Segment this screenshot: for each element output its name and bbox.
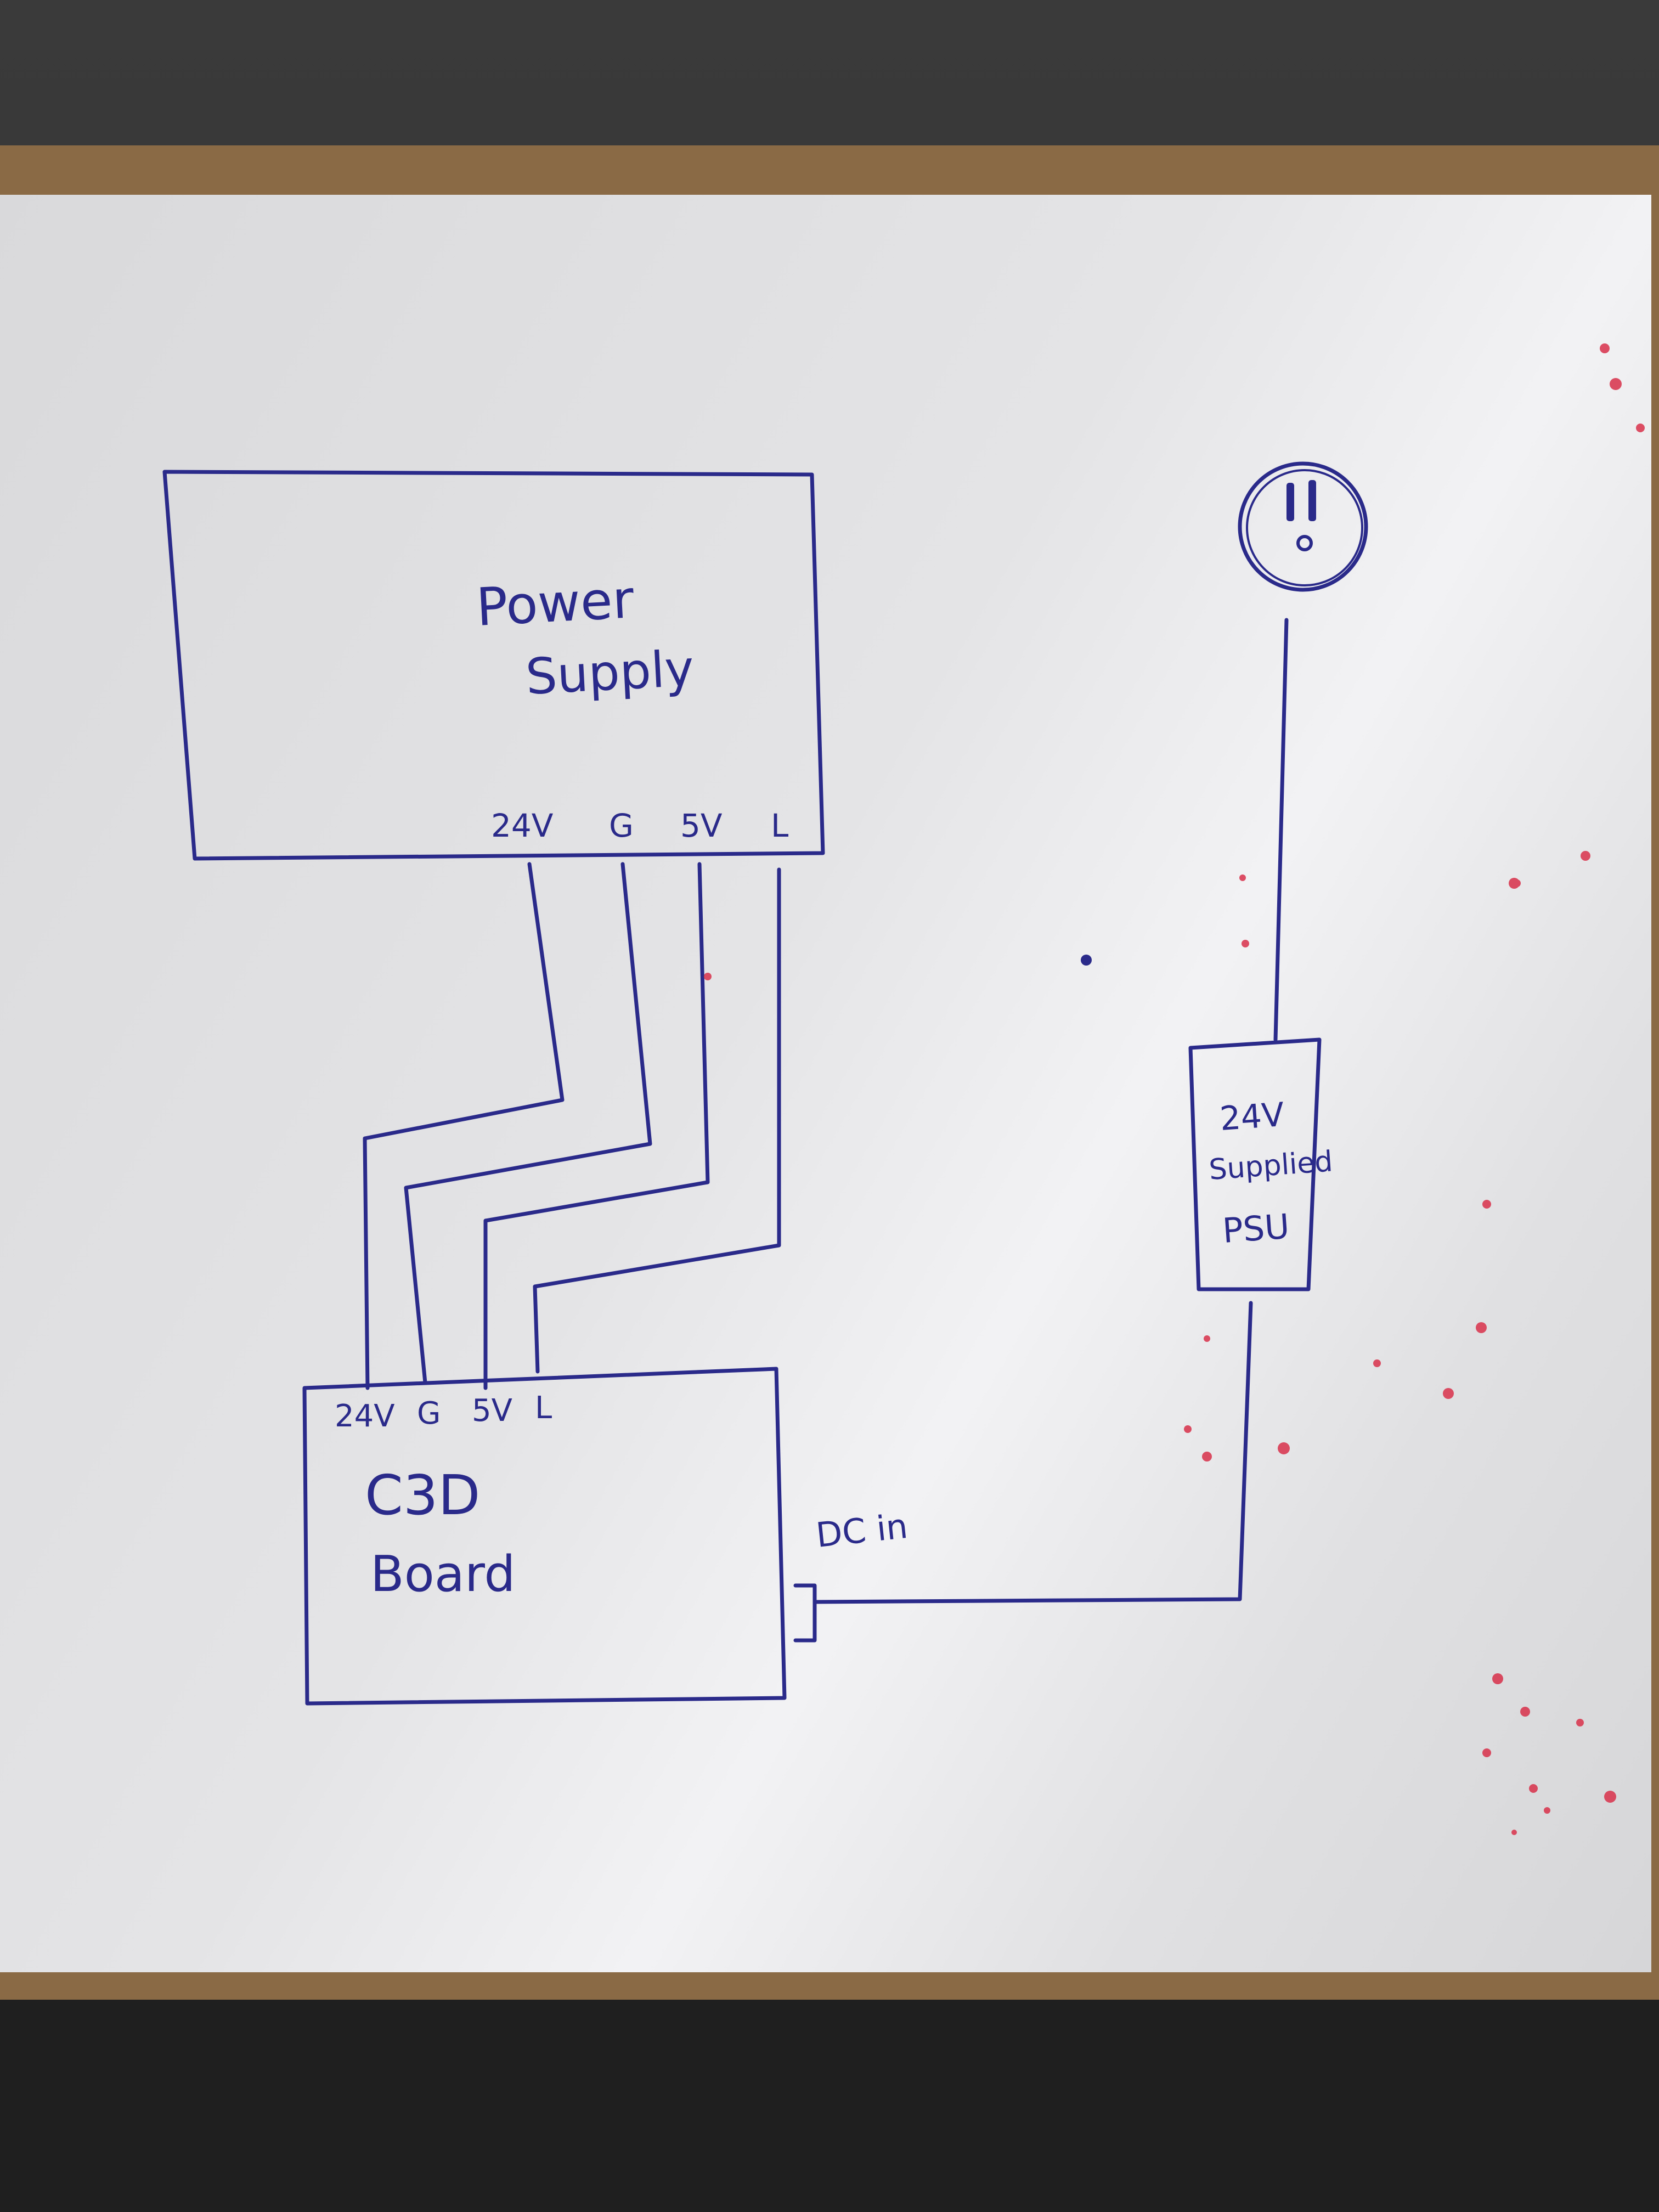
outlet-circle [1238, 461, 1368, 592]
wire-g [404, 862, 652, 1385]
wire-outlet [1273, 618, 1289, 1042]
ink-splatter [704, 343, 1645, 1835]
c3d-board-box [302, 1367, 787, 1706]
psu-label-1: 24V [1218, 1096, 1285, 1138]
wire-l [533, 867, 781, 1374]
ps-terminal-5v: 5V [680, 807, 723, 844]
psu-label-3: PSU [1221, 1206, 1291, 1251]
wire-dc-in [812, 1301, 1253, 1604]
power-supply-label-1: Power [475, 569, 636, 638]
paper-sheet [0, 195, 1651, 1972]
ps-terminal-24v: 24V [491, 807, 554, 844]
psu-24v-box [1188, 1037, 1322, 1291]
power-supply-label-2: Supply [524, 640, 696, 706]
c3d-terminal-g: G [417, 1396, 441, 1431]
c3d-terminal-24v: 24V [335, 1398, 395, 1434]
table-edge [0, 2000, 1659, 2212]
dc-in-label: DC in [814, 1506, 910, 1555]
wire-24v [363, 862, 565, 1390]
ps-terminal-g: G [609, 807, 634, 844]
c3d-terminal-l: L [535, 1390, 552, 1426]
outlet-icon [1286, 480, 1316, 551]
c3d-board-label-1: C3D [365, 1463, 480, 1527]
c3d-terminal-5v: 5V [472, 1393, 512, 1429]
dc-in-connector [793, 1583, 817, 1643]
power-supply-box [162, 470, 825, 861]
wire-5v [483, 862, 710, 1390]
c3d-board-label-2: Board [370, 1545, 516, 1603]
ps-terminal-l: L [771, 807, 788, 844]
